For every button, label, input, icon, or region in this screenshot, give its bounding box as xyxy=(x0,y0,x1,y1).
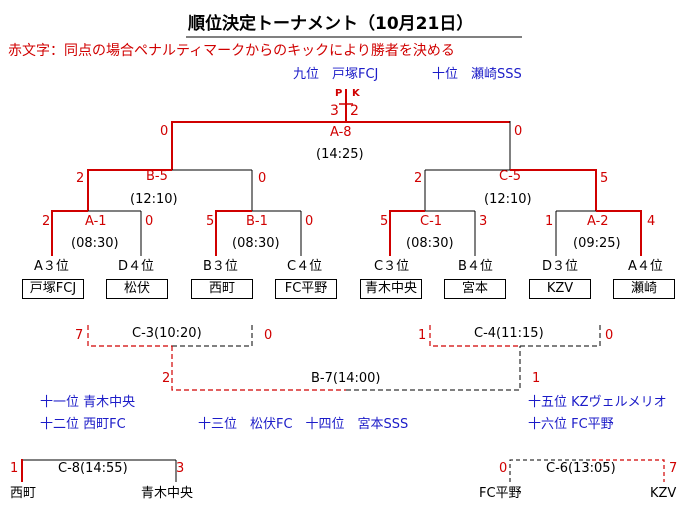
team-box: 宮本 xyxy=(444,279,506,299)
c8-right-team: 青木中央 xyxy=(141,486,194,501)
match-a1-left-score: 2 xyxy=(42,214,51,229)
match-a2-right-score: 4 xyxy=(647,214,656,229)
match-a8-lines xyxy=(171,89,510,170)
match-c3-name: C-3(10:20) xyxy=(132,326,202,341)
match-b5-right-score: 0 xyxy=(258,171,267,186)
match-a8-name: A-8 xyxy=(330,125,352,140)
team-box: 西町 xyxy=(191,279,253,299)
match-b1-lines xyxy=(215,210,252,256)
match-a8-left-score: 0 xyxy=(160,124,169,139)
team-box: 瀬崎 xyxy=(613,279,675,299)
c8-left-team: 西町 xyxy=(10,486,37,501)
match-c1-name: C-1 xyxy=(420,214,443,229)
match-c4-lines xyxy=(429,325,601,347)
c6-right-team: KZV xyxy=(650,486,677,501)
match-c5-name: C-5 xyxy=(499,169,522,184)
match-a1-right-score: 0 xyxy=(145,214,154,229)
team-seed: B３位 xyxy=(203,259,238,274)
match-c1-right-score: 3 xyxy=(479,214,488,229)
match-c4-right-score: 0 xyxy=(605,328,614,343)
rule-note: 赤文字：同点の場合ペナルティマークからのキックにより勝者を決める xyxy=(8,43,455,59)
thirteenth-fourteenth-place: 十三位 松伏FC 十四位 宮本SSS xyxy=(198,417,409,432)
match-c3-left-score: 7 xyxy=(75,328,84,343)
match-c5-time: (12:10) xyxy=(484,192,532,207)
match-b5-name: B-5 xyxy=(146,169,168,184)
match-b7-right-score: 1 xyxy=(532,371,541,386)
match-c6-name: C-6(13:05) xyxy=(546,461,616,476)
match-b7-lines xyxy=(171,346,521,391)
match-c8-left-score: 1 xyxy=(10,461,19,476)
team-seed: B４位 xyxy=(458,259,493,274)
match-a8-time: (14:25) xyxy=(316,147,364,162)
match-c5-right-score: 5 xyxy=(600,171,609,186)
page-title: 順位決定トーナメント（10月21日） xyxy=(188,14,474,34)
match-a2-lines xyxy=(596,210,642,256)
team-seed: A４位 xyxy=(628,259,663,274)
match-b1-left-score: 5 xyxy=(206,214,215,229)
team-box: 戸塚FCJ xyxy=(22,279,84,299)
match-c4-left-score: 1 xyxy=(418,328,427,343)
match-c8-right-score: 3 xyxy=(176,461,185,476)
pk-p-label: P xyxy=(335,88,343,99)
match-a1-name: A-1 xyxy=(85,214,107,229)
match-a8-right-score: 0 xyxy=(514,124,523,139)
match-b1-time: (08:30) xyxy=(232,236,280,251)
sixteenth-place: 十六位 FC平野 xyxy=(528,417,614,432)
match-b7-left-score: 2 xyxy=(162,371,171,386)
match-c6-lines xyxy=(509,459,665,482)
team-box: KZV xyxy=(529,279,591,299)
match-c8-lines xyxy=(21,459,177,482)
match-b1-right-score: 0 xyxy=(305,214,314,229)
match-a2-time: (09:25) xyxy=(573,236,621,251)
team-box: FC平野 xyxy=(275,279,337,299)
match-c6-right-score: 7 xyxy=(669,461,678,476)
team-seed: A３位 xyxy=(34,259,69,274)
match-c1-lines xyxy=(389,210,425,256)
match-b1-name: B-1 xyxy=(246,214,268,229)
pk-k-label: K xyxy=(352,88,360,99)
match-a2-left-score: 1 xyxy=(545,214,554,229)
fifteenth-place: 十五位 KZヴェルメリオ xyxy=(528,395,667,410)
match-b5-lines xyxy=(87,169,172,211)
match-c3-right-score: 0 xyxy=(264,328,273,343)
team-seed: C３位 xyxy=(374,259,410,274)
team-box: 青木中央 xyxy=(360,279,422,299)
eleventh-place: 十一位 青木中央 xyxy=(40,395,136,410)
twelfth-place: 十二位 西町FC xyxy=(40,417,126,432)
match-c5-left-score: 2 xyxy=(414,171,423,186)
match-c4-name: C-4(11:15) xyxy=(474,326,544,341)
match-a2-name: A-2 xyxy=(587,214,609,229)
tenth-place-label: 十位 瀬崎SSS xyxy=(432,67,522,82)
ninth-place-label: 九位 戸塚FCJ xyxy=(293,67,379,82)
match-a1-time: (08:30) xyxy=(71,236,119,251)
match-b5-left-score: 2 xyxy=(76,171,85,186)
match-c1-left-score: 5 xyxy=(380,214,389,229)
match-c3-lines xyxy=(87,325,253,347)
pk-left-score: 3 xyxy=(330,103,339,119)
team-seed: D３位 xyxy=(542,259,579,274)
match-c1-time: (08:30) xyxy=(406,236,454,251)
match-a1-lines xyxy=(51,210,88,256)
match-b5-time: (12:10) xyxy=(130,192,178,207)
match-c5-lines xyxy=(510,169,597,211)
match-b7-name: B-7(14:00) xyxy=(311,371,381,386)
team-seed: D４位 xyxy=(118,259,155,274)
pk-right-score: 2 xyxy=(350,103,359,119)
c6-left-team: FC平野 xyxy=(479,486,522,501)
team-box: 松伏 xyxy=(106,279,168,299)
match-c8-name: C-8(14:55) xyxy=(58,461,128,476)
match-c6-left-score: 0 xyxy=(499,461,508,476)
team-seed: C４位 xyxy=(287,259,323,274)
